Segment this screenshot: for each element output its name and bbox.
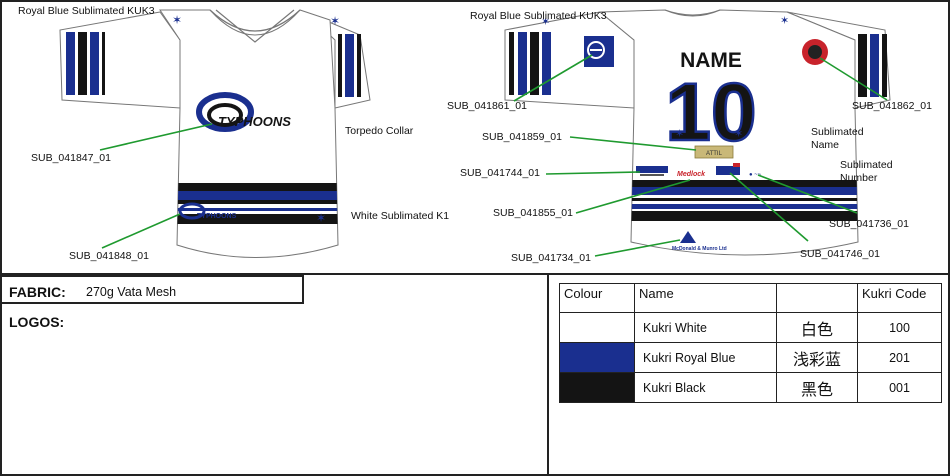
leader-sponsor-4 [757,174,858,214]
header-blank [776,283,858,313]
player-name: NAME [680,49,742,72]
colour-code: 201 [857,342,942,373]
crest-text: TYPHOONS [218,114,291,129]
left-shoulder-logo [584,36,614,67]
colour-swatch [559,342,635,373]
colour-chinese-name: 白色 [776,312,858,343]
colour-name: Kukri White [634,312,777,343]
leader-sponsor-5 [594,239,681,257]
front-sleeve-label: Royal Blue Sublimated KUK3 [18,5,155,17]
header-colour: Colour [559,283,635,313]
back-jersey: NAME 10 ATTIL ✶ ✶ ✶ ✶ Medlock [504,9,891,257]
sponsor-4-logo-code: SUB_041736_01 [829,218,909,230]
colour-name: Kukri Royal Blue [634,342,777,373]
leader-sponsor-1 [545,171,641,175]
front-hem-stripes [170,183,350,224]
colour-code: 100 [857,312,942,343]
table-row: Kukri Royal Blue 浅彩蓝 201 [559,342,942,373]
leader-left-shoulder [513,54,593,102]
back-sleeve-label: Royal Blue Sublimated KUK3 [470,10,607,22]
collar-label: Torpedo Collar [345,125,414,137]
header-kukri-code: Kukri Code [857,283,942,313]
body-colour-label: White Sublimated K1 [351,210,450,222]
player-number: 10 [665,67,756,158]
table-row: Kukri Black 黑色 001 [559,372,942,403]
sponsor-logo-4: ● ~~ [749,172,762,178]
sponsor-3-logo-code: SUB_041734_01 [511,252,591,264]
back-left-sleeve-stripes [509,32,551,95]
colour-code: 001 [857,372,942,403]
leader-sponsor-3 [729,172,809,242]
hem-typhoons-logo: TYPHOONS [178,202,237,220]
front-hem-logo-code: SUB_041848_01 [69,250,149,262]
colour-table-header: Colour Name Kukri Code [559,283,942,313]
back-hem-stripes [625,180,865,221]
back-right-sleeve-stripes [858,34,887,97]
nameplate-logo: ATTIL [694,145,734,159]
sponsor-5-logo-code: SUB_041746_01 [800,248,880,260]
svg-text:TYPHOONS: TYPHOONS [197,213,237,220]
plate-logo-code: SUB_041859_01 [482,131,562,143]
jersey-illustrations: TYPHOONS TYPHOONS ✶ ✶ ✶ [59,9,891,258]
typhoons-crest-logo: TYPHOONS [196,92,291,132]
svg-text:ATTIL: ATTIL [706,151,723,157]
table-row: Kukri White 白色 100 [559,312,942,343]
front-right-sleeve-stripes [338,34,361,97]
front-chest-logo-code: SUB_041847_01 [31,152,111,164]
brand-mark-hem: ✶ [316,211,326,225]
sponsor-1-logo-code: SUB_041744_01 [460,167,540,179]
header-name: Name [634,283,777,313]
colour-chinese-name: 浅彩蓝 [776,342,858,373]
fabric-box [2,275,304,304]
sponsor-logo-3 [716,163,740,175]
logos-label: LOGOS: [9,314,65,330]
column-divider [547,273,549,476]
colour-chinese-name: 黑色 [776,372,858,403]
sublimated-name-note: Sublimated Name [811,126,864,151]
right-shoulder-logo-code: SUB_041862_01 [852,100,932,112]
leader-hem [101,213,181,249]
svg-text:McDonald & Munro Ltd: McDonald & Munro Ltd [672,246,727,252]
sponsor-logo-5: McDonald & Munro Ltd [672,231,727,252]
front-collar [209,9,301,43]
sponsor-logo-2: Medlock [677,171,706,178]
colour-table: Colour Name Kukri Code Kukri White 白色 10… [559,283,942,403]
colour-swatch [559,312,635,343]
svg-text:✶: ✶ [734,128,743,140]
leader-chest [99,123,213,151]
leader-right-shoulder [819,57,888,101]
svg-text:● ~~: ● ~~ [749,172,762,178]
svg-text:Medlock: Medlock [677,171,706,178]
section-divider [0,273,950,275]
svg-text:✶: ✶ [780,15,789,27]
fabric-value: 270g Vata Mesh [86,285,177,299]
sponsor-2-logo-code: SUB_041855_01 [493,207,573,219]
fabric-label: FABRIC: [9,284,66,300]
svg-text:✶: ✶ [541,16,550,28]
left-shoulder-logo-code: SUB_041861_01 [447,100,527,112]
sponsor-logo-1 [636,166,668,176]
svg-text:✶: ✶ [675,128,684,140]
leader-plate [569,136,697,151]
front-left-sleeve-stripes [66,32,105,95]
front-jersey: TYPHOONS TYPHOONS ✶ ✶ ✶ [59,9,371,258]
brand-mark-left: ✶ [172,13,182,27]
colour-name: Kukri Black [634,372,777,403]
colour-swatch [559,372,635,403]
sublimated-number-note: Sublimated Number [840,159,893,184]
brand-mark-right: ✶ [330,14,340,28]
leader-sponsor-2 [575,179,691,214]
